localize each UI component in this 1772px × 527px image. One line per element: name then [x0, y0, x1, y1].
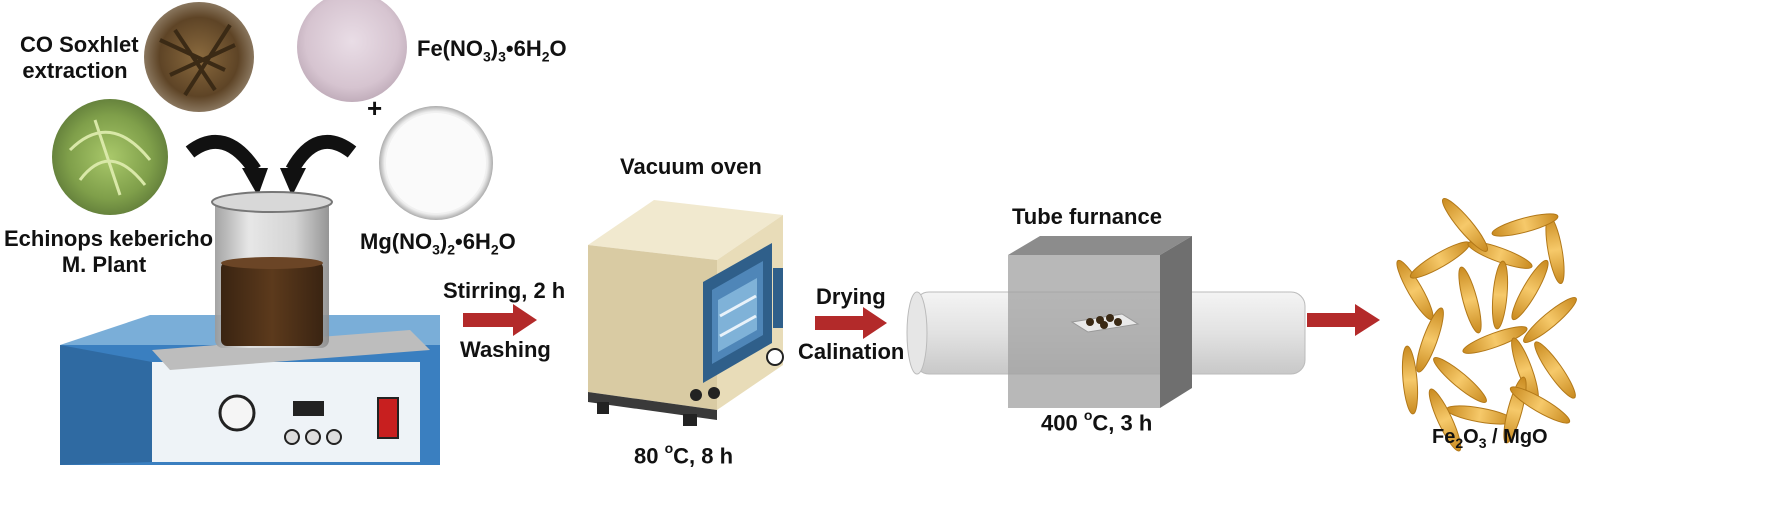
nanorod — [1511, 259, 1549, 321]
left-curved-arrow — [185, 134, 268, 196]
plant-label-line2: M. Plant — [61, 252, 147, 277]
furnace-title: Tube furnance — [1012, 204, 1162, 229]
nanorod — [1458, 266, 1482, 334]
product-label: Fe2O3 / MgO — [1432, 426, 1548, 451]
nanorod — [1523, 296, 1577, 344]
nanorod — [1441, 198, 1489, 252]
nanorods-product — [1396, 198, 1577, 452]
oven-condition: 80 oC, 8 h — [634, 440, 734, 469]
arrow-to-product — [1307, 304, 1380, 336]
beaker — [211, 191, 333, 348]
tube-furnace — [906, 236, 1306, 408]
step1-top-label: Stirring, 2 h — [443, 278, 566, 303]
plus-sign: + — [367, 93, 383, 123]
nanorod — [1509, 386, 1571, 424]
step2-top-label: Drying — [816, 284, 886, 309]
right-curved-arrow — [280, 134, 357, 196]
nanorod — [1416, 307, 1444, 373]
plant-label-line1: Echinops kebericho — [4, 226, 214, 251]
step2-bottom-label: Calination — [798, 339, 905, 364]
nanorod — [1462, 326, 1528, 354]
roots-image — [144, 2, 254, 112]
furnace-condition: 400 oC, 3 h — [1041, 407, 1153, 436]
nanorod — [1491, 213, 1559, 237]
step1-bottom-label: Washing — [460, 337, 551, 362]
nanorod — [1428, 388, 1462, 452]
extraction-label: CO Soxhlet extraction — [20, 32, 139, 84]
extraction-label-line1: CO Soxhlet — [20, 32, 139, 57]
vacuum-oven — [588, 200, 784, 426]
nanorod — [1491, 260, 1509, 330]
extraction-label-line2: extraction — [22, 58, 128, 83]
oven-title: Vacuum oven — [620, 154, 762, 179]
magnetic-stirrer — [60, 315, 440, 465]
plant-image — [52, 99, 168, 215]
nanorod — [1534, 341, 1576, 399]
arrow-to-oven — [463, 304, 537, 336]
arrow-to-furnace — [815, 307, 887, 339]
magnesium-nitrate-label: Mg(NO3)2•6H2O — [360, 229, 516, 258]
nanorod — [1401, 345, 1419, 415]
plant-label: Echinops kebericho M. Plant — [4, 226, 214, 278]
iron-nitrate-label: Fe(NO3)3•6H2O — [417, 36, 567, 65]
iron-nitrate-image — [297, 0, 407, 102]
nanorod — [1433, 356, 1487, 404]
magnesium-nitrate-image — [379, 106, 493, 220]
